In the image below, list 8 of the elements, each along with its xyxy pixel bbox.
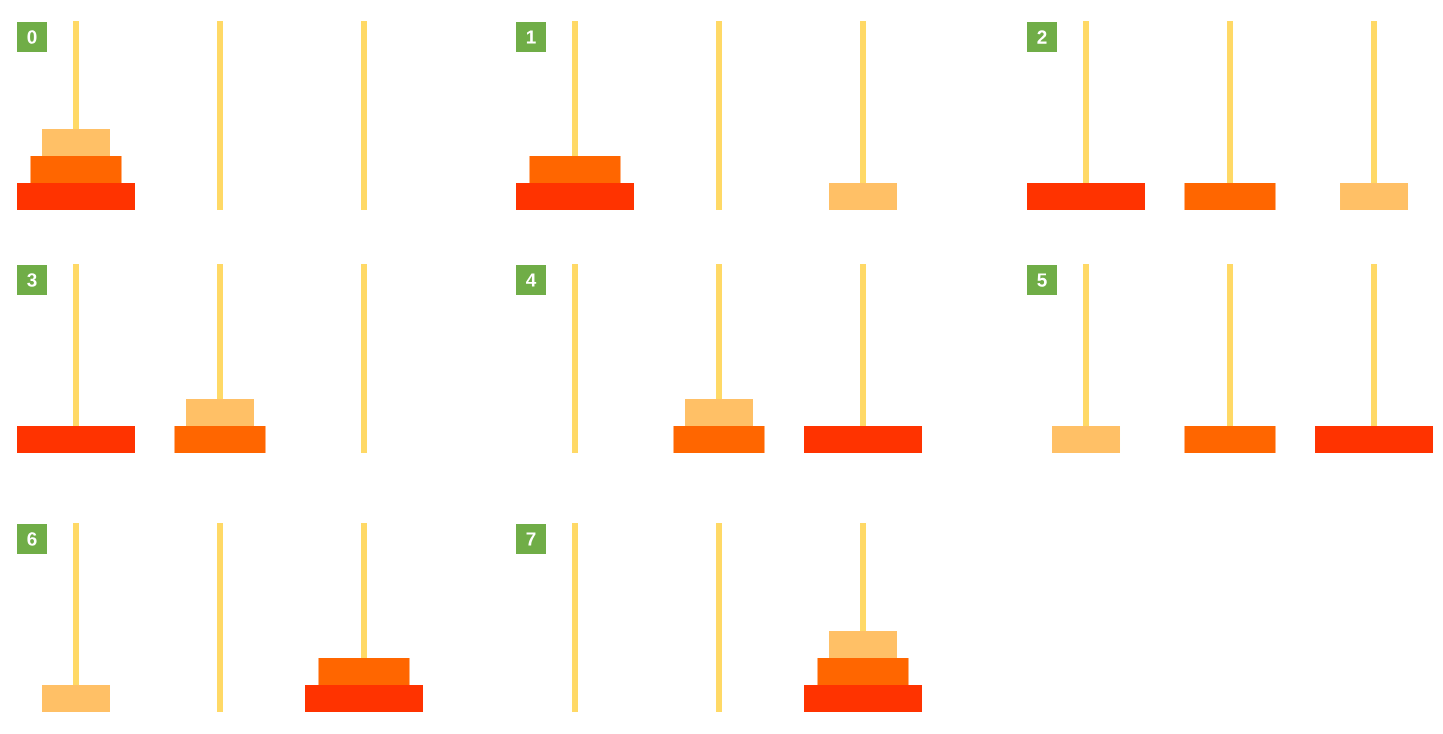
step-badge: 6 [17,524,47,554]
step-badge: 7 [516,524,546,554]
step-badge: 3 [17,265,47,295]
step-badge: 1 [516,22,546,52]
step-badge: 4 [516,265,546,295]
step-badge: 5 [1027,265,1057,295]
step-badge: 2 [1027,22,1057,52]
step-badge: 0 [17,22,47,52]
